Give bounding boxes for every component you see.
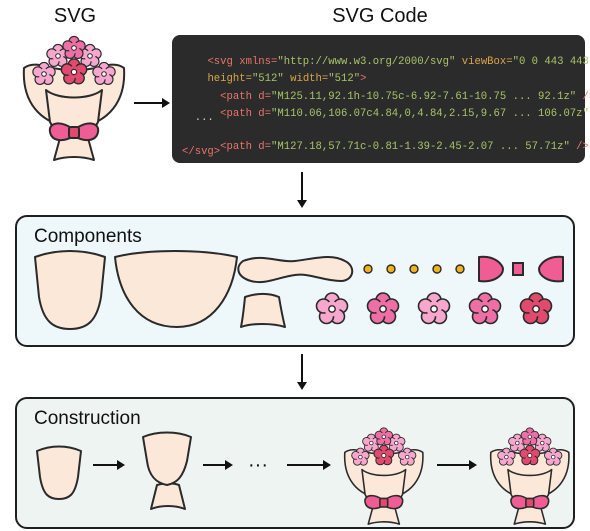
code-token: <path d= [207, 91, 272, 103]
wrapper-cup-icon [142, 431, 192, 486]
code-line-4: <path d="M110.06,106.07c4.84,0,4.84,2.15… [182, 96, 590, 132]
arrow-icon [297, 354, 307, 390]
components-label: Components [34, 226, 142, 247]
code-token: <path d= [207, 141, 272, 153]
flower-icon [468, 292, 502, 325]
ellipsis: ··· [248, 454, 268, 476]
dot-icon [409, 264, 419, 274]
code-token: /> [582, 91, 590, 103]
code-token: "512" [328, 73, 361, 85]
code-line-3: <path d="M125.11,92.1h-10.75c-6.92-7.61-… [182, 79, 590, 115]
code-line-7: </svg> [182, 146, 221, 158]
dot-icon [455, 264, 465, 274]
arrow-icon [437, 460, 477, 470]
bouquet-icon [14, 38, 134, 163]
ribbon-knot-icon [512, 262, 524, 276]
arrow-icon [93, 460, 125, 470]
bow-loop-icon [538, 255, 564, 283]
svg-heading: SVG [53, 5, 97, 27]
code-token: width= [283, 73, 329, 85]
flower-icon [366, 292, 400, 325]
code-token: viewBox= [455, 56, 513, 68]
arrow-icon [134, 98, 170, 108]
code-token: <svg xmlns= [207, 56, 278, 68]
construction-panel [15, 397, 575, 529]
code-token: <path d= [207, 108, 272, 120]
bow-loop-icon [478, 255, 504, 283]
dot-icon [363, 264, 373, 274]
code-token: "http://www.w3.org/2000/svg" [277, 56, 456, 68]
dot-icon [386, 264, 396, 274]
bouquet-icon [345, 428, 423, 524]
code-line-6: <path d="M127.18,57.71c-0.81-1.39-2.45-2… [182, 129, 589, 165]
components-shapes [34, 250, 564, 330]
code-line-5: ... [182, 112, 214, 124]
dot-icon [432, 264, 442, 274]
code-token: "M127.18,57.71c-0.81-1.39-2.45-2.07 ... … [271, 141, 570, 153]
construction-steps: ··· [36, 399, 573, 527]
flower-icon [519, 292, 553, 325]
code-line-2: height="512" width="512"> [182, 61, 366, 97]
code-token: "M110.06,106.07c4.84,0,4.84,2.15,9.67 ..… [271, 108, 589, 120]
construction-label: Construction [34, 408, 141, 429]
bow-tail-icon [150, 482, 186, 510]
code-token: "0 0 443 443" [512, 56, 590, 68]
wrapper-bowl-icon [114, 250, 238, 328]
code-token: height= [207, 73, 252, 85]
wrapper-cup-icon [36, 445, 82, 500]
arrow-icon [203, 460, 233, 470]
code-token: "512" [251, 73, 284, 85]
svg-code-panel: <svg xmlns="http://www.w3.org/2000/svg" … [172, 35, 590, 163]
code-line-1: <svg xmlns="http://www.w3.org/2000/svg" … [182, 44, 590, 80]
flower-icon [315, 292, 349, 325]
bow-tail-icon [240, 293, 286, 328]
bouquet-icon [491, 428, 569, 524]
wrapper-cup-icon [34, 250, 106, 330]
wrapper-band-icon [237, 255, 354, 284]
code-token: > [360, 73, 367, 85]
arrow-icon [287, 460, 331, 470]
arrow-icon [297, 172, 307, 208]
code-token: /> [569, 141, 589, 153]
flower-icon [417, 292, 451, 325]
code-token: "M125.11,92.1h-10.75c-6.92-7.61-10.75 ..… [271, 91, 577, 103]
svg-code-heading: SVG Code [332, 5, 428, 27]
